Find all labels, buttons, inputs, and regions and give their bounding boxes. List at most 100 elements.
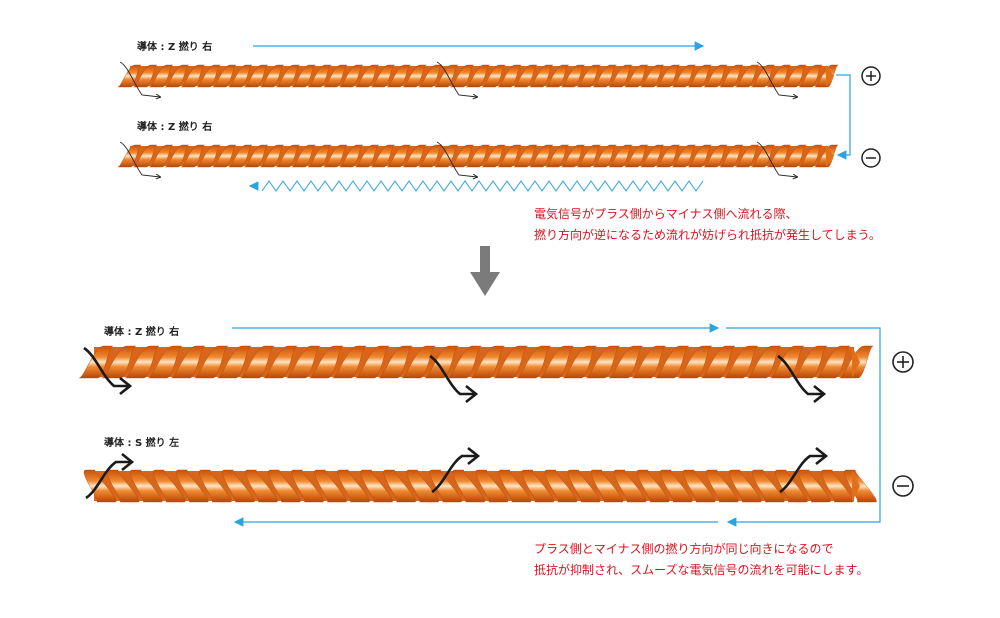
wire-strand <box>401 345 436 379</box>
wire-strand <box>640 144 665 168</box>
wire-strand <box>117 144 142 168</box>
top-minus-icon <box>861 148 881 168</box>
wire-strand <box>447 345 482 379</box>
twist-direction-arrow-bold <box>431 454 476 494</box>
wire-strand <box>608 144 633 168</box>
wire-strand <box>228 144 253 168</box>
wire-strand <box>544 469 578 503</box>
wire-strand <box>292 144 316 168</box>
wire-strand <box>751 64 775 88</box>
wire-strand <box>609 345 644 379</box>
wire-strand <box>724 345 759 379</box>
wire-strand <box>125 345 160 379</box>
wire-strand <box>752 469 785 503</box>
wire-strand <box>102 345 137 379</box>
twist-direction-arrow-bold <box>777 354 822 396</box>
wire-strand <box>418 144 443 168</box>
wire-strand <box>176 469 209 503</box>
wire-strand <box>624 64 649 88</box>
twist-direction-arrow-bold <box>85 460 130 500</box>
wire-strand <box>793 345 828 379</box>
twist-direction-arrow-bold <box>429 354 474 396</box>
wire-strand <box>323 64 348 88</box>
wire-strand <box>360 469 393 503</box>
wire-strand <box>181 64 205 88</box>
wire-strand <box>688 64 712 88</box>
wire-strand <box>245 469 278 503</box>
wire-strand <box>212 64 237 88</box>
wire-strand <box>655 345 690 379</box>
wire-strand <box>632 345 667 379</box>
top-wire-plus-label: 導体 : Z 撚り 右 <box>137 42 213 53</box>
wire-strand <box>378 345 413 379</box>
wire-strand <box>656 64 680 88</box>
wire-strand <box>590 469 624 503</box>
bottom-plus-icon <box>892 351 914 373</box>
wire-strand <box>798 144 823 168</box>
wire-strand <box>608 64 633 88</box>
wire-strand <box>545 144 570 168</box>
wire-strand <box>240 345 275 379</box>
wire-strand <box>244 64 269 88</box>
arrowhead <box>121 452 135 472</box>
wire-strand <box>129 469 163 503</box>
bottom-wire-plus-label: 導体 : Z 撚り 右 <box>104 327 180 338</box>
wire-end <box>826 65 834 87</box>
wire-strand <box>153 469 186 503</box>
wire-strand <box>199 469 232 503</box>
wire-strand <box>705 469 739 503</box>
wire-strand <box>165 64 189 88</box>
wire-strand <box>466 64 490 88</box>
wire-strand <box>783 64 807 88</box>
twist-direction-arrow-bold <box>83 346 128 388</box>
wire-strand <box>767 64 791 88</box>
wire-strand <box>545 64 570 88</box>
wire-strand <box>593 64 617 88</box>
wire-strand <box>387 144 411 168</box>
wire-strand <box>747 345 782 379</box>
wire-strand <box>516 345 551 379</box>
wire-end <box>852 470 860 502</box>
wire-strand <box>682 469 716 503</box>
wire-strand <box>783 144 807 168</box>
top-note-line-2: 撚り方向が逆になるため流れが妨げられ抵抗が発生してしまう。 <box>534 228 881 242</box>
top-connector-bracket <box>836 74 851 160</box>
wire-strand <box>286 345 321 379</box>
wire-strand <box>798 64 823 88</box>
twist-direction-arrow <box>756 141 797 177</box>
wire-strand <box>672 64 696 88</box>
wire-strand <box>703 144 728 168</box>
wire-strand <box>337 469 370 503</box>
wire-strand <box>133 144 158 168</box>
wire-strand <box>424 345 459 379</box>
wire-strand <box>383 469 416 503</box>
wire-strand <box>513 144 538 168</box>
top-wire-minus-label: 導体 : Z 撚り 右 <box>137 122 213 133</box>
wire-strand <box>106 469 140 503</box>
wire-strand <box>561 64 585 88</box>
wire-strand <box>798 469 831 503</box>
arrowhead <box>815 446 829 466</box>
wire-strand <box>450 64 474 88</box>
bottom-connector-bracket <box>726 327 881 527</box>
wire-strand <box>371 64 395 88</box>
wire-strand <box>418 64 443 88</box>
wire-strand <box>339 144 364 168</box>
bottom-minus-icon <box>892 475 914 497</box>
wire-strand <box>452 469 486 503</box>
wire-strand <box>355 345 390 379</box>
wire-strand <box>775 469 808 503</box>
wire-strand <box>593 144 617 168</box>
wire-strand <box>292 64 316 88</box>
twist-direction-arrow <box>119 61 160 97</box>
wire-strand <box>529 64 554 88</box>
wire-strand <box>307 144 332 168</box>
wire-strand <box>244 144 269 168</box>
wire-strand <box>212 144 237 168</box>
wire-strand <box>171 345 206 379</box>
arrowhead <box>813 384 827 404</box>
wire-strand <box>521 469 555 503</box>
wire-strand <box>371 144 395 168</box>
wire-strand <box>228 64 253 88</box>
twist-direction-arrow <box>756 61 797 97</box>
